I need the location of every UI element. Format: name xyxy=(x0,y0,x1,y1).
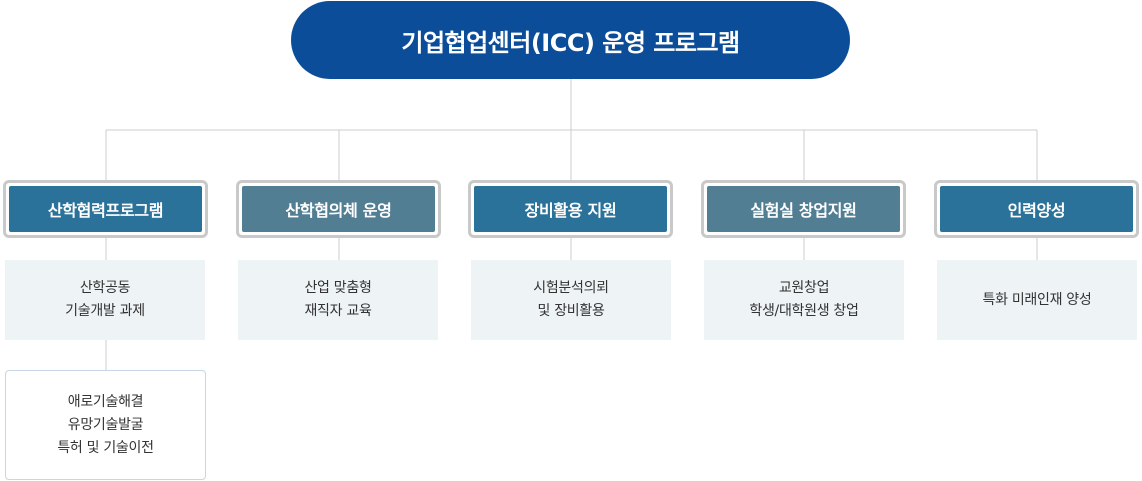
program-box-worker-education: 산업 맞춤형 재직자 교육 xyxy=(238,260,438,340)
program-line: 재직자 교육 xyxy=(304,303,372,319)
program-title: 기업협업센터(ICC) 운영 프로그램 xyxy=(291,1,850,79)
program-line: 교원창업 xyxy=(778,280,830,296)
program-box-startup: 교원창업 학생/대학원생 창업 xyxy=(704,260,904,340)
program-line: 기술개발 과제 xyxy=(65,303,145,319)
program-line: 산업 맞춤형 xyxy=(304,280,372,296)
program-line: 산학공동 xyxy=(79,280,131,296)
program-box-tech-support: 애로기술해결 유망기술발굴 특허 및 기술이전 xyxy=(5,370,206,480)
category-label: 인력양성 xyxy=(940,186,1133,232)
category-talent-development: 인력양성 xyxy=(934,180,1139,238)
program-line: 특화 미래인재 양성 xyxy=(982,291,1092,308)
program-box-joint-rnd: 산학공동 기술개발 과제 xyxy=(5,260,205,340)
program-line: 및 장비활용 xyxy=(537,303,605,319)
category-label: 산학협의체 운영 xyxy=(242,186,435,232)
category-equipment-support: 장비활용 지원 xyxy=(468,180,673,238)
category-label: 장비활용 지원 xyxy=(474,186,667,232)
program-line: 유망기술발굴 xyxy=(67,416,144,433)
category-lab-startup-support: 실험실 창업지원 xyxy=(701,180,906,238)
category-industry-academia-program: 산학협력프로그램 xyxy=(3,180,208,238)
category-label: 산학협력프로그램 xyxy=(9,186,202,232)
program-line: 학생/대학원생 창업 xyxy=(749,303,859,319)
category-label: 실험실 창업지원 xyxy=(707,186,900,232)
program-box-test-analysis: 시험분석의뢰 및 장비활용 xyxy=(471,260,671,340)
category-council-operation: 산학협의체 운영 xyxy=(236,180,441,238)
program-line: 애로기술해결 xyxy=(67,393,144,410)
program-line: 시험분석의뢰 xyxy=(533,280,609,296)
program-line: 특허 및 기술이전 xyxy=(57,439,154,456)
program-box-future-talent: 특화 미래인재 양성 xyxy=(937,260,1137,340)
